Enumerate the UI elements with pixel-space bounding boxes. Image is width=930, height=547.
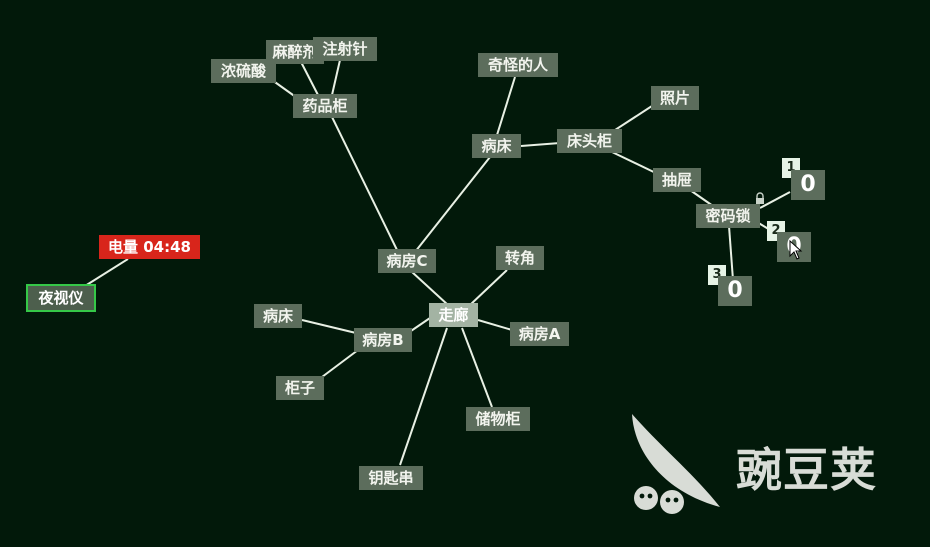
- lock-digit-1[interactable]: 0: [791, 170, 825, 200]
- node-zhuanjiao[interactable]: 转角: [496, 246, 544, 270]
- link-bingfangb-guizi: [321, 349, 359, 378]
- battery-indicator: 电量 04:48: [99, 235, 200, 259]
- link-chouti-mimasuo: [689, 189, 714, 207]
- padlock-icon: [756, 192, 764, 204]
- link-yaopingui-mazuiji: [299, 59, 319, 96]
- link-chuangtou-zhaopian: [611, 103, 656, 133]
- node-chuangtougui[interactable]: 床头柜: [557, 129, 622, 153]
- node-bingchuang-b[interactable]: 病床: [254, 304, 302, 328]
- link-zoulang-zhuanjiao: [469, 269, 508, 306]
- node-chuwugui[interactable]: 储物柜: [466, 407, 530, 431]
- brand-watermark: 豌豆荚: [736, 443, 877, 497]
- night-vision-button[interactable]: 夜视仪: [26, 284, 96, 312]
- link-bingchuang-qiguai: [496, 76, 516, 136]
- node-bingfang-b[interactable]: 病房B: [354, 328, 412, 352]
- link-zoulang-chuwugui: [461, 327, 493, 408]
- link-bingfangc-zoulang: [411, 271, 449, 306]
- link-mimasuo-digit3: [728, 225, 734, 281]
- node-mimasuo[interactable]: 密码锁: [696, 204, 760, 228]
- link-chuangtou-chouti: [611, 151, 661, 176]
- node-guizi[interactable]: 柜子: [276, 376, 324, 400]
- link-nightvision-battery: [84, 258, 129, 287]
- node-zhusheqi[interactable]: 注射针: [313, 37, 377, 61]
- link-mimasuo-digit1: [759, 191, 791, 209]
- node-zhaopian[interactable]: 照片: [651, 86, 699, 110]
- link-zoulang-yaoshichuan: [399, 327, 448, 466]
- node-zoulang[interactable]: 走廊: [429, 303, 478, 327]
- lock-digit-3[interactable]: 0: [718, 276, 752, 306]
- node-yaoshichuan[interactable]: 钥匙串: [359, 466, 423, 490]
- node-bingfang-c[interactable]: 病房C: [378, 249, 436, 273]
- mouse-cursor-icon: [789, 240, 803, 260]
- link-bingchuang-bingfangc: [414, 156, 491, 253]
- pea-pod-logo-icon: [632, 414, 720, 514]
- link-yaopingui-bingfangc: [331, 116, 399, 253]
- link-bingfangb-bingchuang: [301, 319, 357, 334]
- link-yaopingui-zhusheqi: [331, 59, 341, 96]
- link-zoulang-bingfanga: [477, 319, 513, 331]
- node-bingchuang-top[interactable]: 病床: [472, 134, 521, 158]
- node-qiguai-ren[interactable]: 奇怪的人: [478, 53, 558, 77]
- link-bingchuang-chuangtou: [520, 142, 561, 147]
- node-bingfang-a[interactable]: 病房A: [510, 322, 569, 346]
- node-yaopingui[interactable]: 药品柜: [293, 94, 357, 118]
- node-chouti[interactable]: 抽屉: [653, 168, 701, 192]
- node-nongliusuan[interactable]: 浓硫酸: [211, 59, 276, 83]
